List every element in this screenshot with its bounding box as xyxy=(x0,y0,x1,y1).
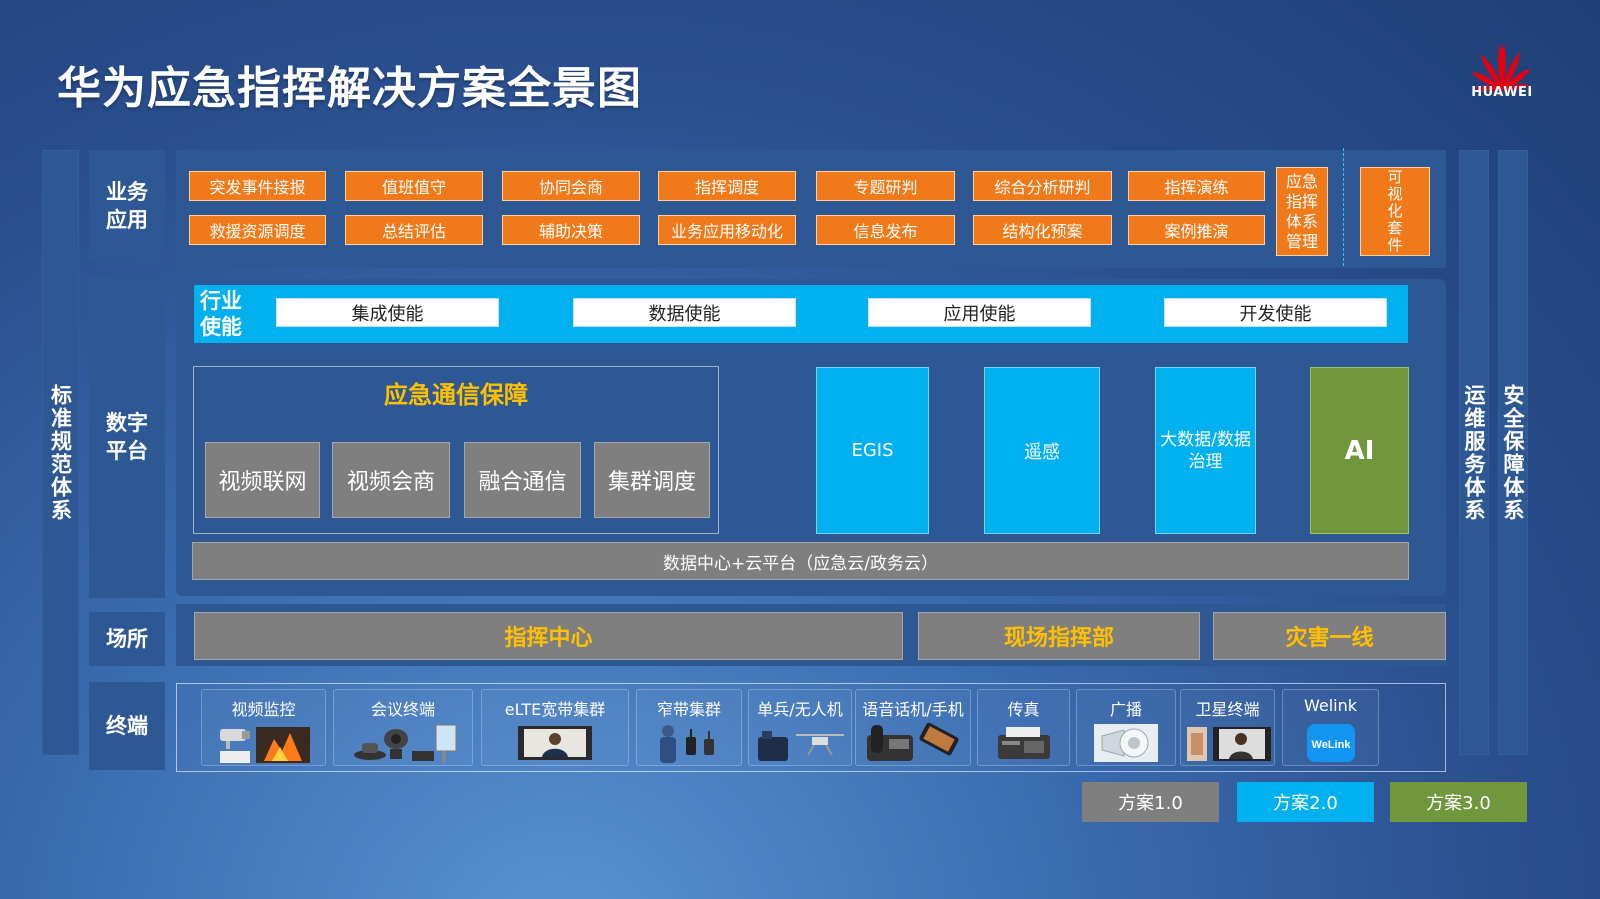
terminal-item[interactable]: 窄带集群 xyxy=(636,689,742,766)
industry-enable-label: 行业 使能 xyxy=(200,289,242,339)
emergency-comm-item[interactable]: 集群调度 xyxy=(594,442,710,518)
business-app-button[interactable]: 协同会商 xyxy=(502,171,640,201)
platform-egis[interactable]: EGIS xyxy=(816,367,929,534)
drone-icon xyxy=(749,722,851,764)
terminal-label: 视频监控 xyxy=(231,700,296,719)
business-app-button[interactable]: 突发事件接报 xyxy=(189,171,326,201)
terminal-label: Welink xyxy=(1303,696,1358,715)
row-label-terminal: 终端 xyxy=(89,682,165,770)
satellite-terminal-icon xyxy=(1181,722,1274,764)
fax-icon xyxy=(978,722,1069,764)
business-app-button[interactable]: 值班值守 xyxy=(345,171,483,201)
terminal-label: 窄带集群 xyxy=(656,700,721,719)
business-app-button[interactable]: 结构化预案 xyxy=(973,215,1112,245)
legend-solution-version: 方案3.0 xyxy=(1390,782,1527,822)
legend-solution-version: 方案2.0 xyxy=(1237,782,1374,822)
welink-badge-text: WeLink xyxy=(1311,739,1351,751)
terminal-item[interactable]: 传真 xyxy=(977,689,1070,766)
terminal-item[interactable]: 会议终端 xyxy=(333,689,473,766)
platform-remote-sensing[interactable]: 遥感 xyxy=(984,367,1100,534)
business-apps-row xyxy=(176,150,1446,268)
business-app-button[interactable]: 专题研判 xyxy=(816,171,955,201)
industry-enable-item[interactable]: 应用使能 xyxy=(868,298,1091,327)
phone-icon xyxy=(856,722,970,764)
security-system-panel: 安全保障体系 xyxy=(1498,150,1528,755)
logo-text: HUAWEI xyxy=(1471,85,1533,100)
terminal-item[interactable]: 语音话机/手机 xyxy=(855,689,971,766)
terminal-item[interactable]: 卫星终端 xyxy=(1180,689,1275,766)
datacenter-cloud-bar[interactable]: 数据中心+云平台（应急云/政务云） xyxy=(192,542,1409,580)
terminal-item[interactable]: 广播 xyxy=(1076,689,1176,766)
terminal-label: 会议终端 xyxy=(370,700,435,719)
business-app-button[interactable]: 指挥调度 xyxy=(658,171,796,201)
huawei-logo xyxy=(1471,44,1531,91)
terminal-label: eLTE宽带集群 xyxy=(504,700,606,719)
emergency-comm-title: 应急通信保障 xyxy=(384,381,528,409)
terminal-label: 广播 xyxy=(1109,700,1142,719)
visualization-kit[interactable]: 可 视 化 套 件 xyxy=(1360,167,1430,256)
standards-system-panel: 标准规范体系 xyxy=(42,150,79,755)
speaker-icon xyxy=(1077,722,1175,764)
ops-service-system-panel: 运维服务体系 xyxy=(1459,150,1489,755)
divider xyxy=(1343,148,1344,266)
page-title: 华为应急指挥解决方案全景图 xyxy=(57,63,642,114)
radio-icon xyxy=(637,722,741,764)
emergency-comm-item[interactable]: 融合通信 xyxy=(464,442,581,518)
terminal-item[interactable]: eLTE宽带集群 xyxy=(481,689,629,766)
terminal-label: 单兵/无人机 xyxy=(757,700,843,719)
terminal-item[interactable]: 单兵/无人机 xyxy=(748,689,852,766)
terminal-label: 卫星终端 xyxy=(1195,700,1260,719)
venue-command-center[interactable]: 指挥中心 xyxy=(194,612,903,660)
venue-field-command[interactable]: 现场指挥部 xyxy=(918,612,1200,660)
emergency-comm-item[interactable]: 视频联网 xyxy=(205,442,320,518)
legend-solution-version: 方案1.0 xyxy=(1082,782,1219,822)
business-app-button[interactable]: 案例推演 xyxy=(1128,215,1265,245)
business-app-button[interactable]: 综合分析研判 xyxy=(973,171,1112,201)
emergency-command-system-mgmt[interactable]: 应急 指挥 体系 管理 xyxy=(1276,167,1328,256)
emergency-comm-box xyxy=(193,366,719,534)
row-label-business: 业务 应用 xyxy=(89,150,165,262)
welink-icon: WeLink xyxy=(1283,722,1378,764)
industry-enable-item[interactable]: 开发使能 xyxy=(1164,298,1387,327)
business-app-button[interactable]: 指挥演练 xyxy=(1128,171,1265,201)
emergency-comm-item[interactable]: 视频会商 xyxy=(332,442,450,518)
industry-enable-item[interactable]: 集成使能 xyxy=(276,298,499,327)
industry-enable-item[interactable]: 数据使能 xyxy=(573,298,796,327)
business-app-button[interactable]: 业务应用移动化 xyxy=(658,215,796,245)
terminal-item[interactable]: 视频监控 xyxy=(201,689,326,766)
terminal-label: 传真 xyxy=(1007,700,1040,719)
camera-icon xyxy=(202,722,325,764)
conference-icon xyxy=(334,722,472,764)
row-label-venue: 场所 xyxy=(89,612,165,666)
terminal-row xyxy=(176,683,1446,772)
business-app-button[interactable]: 信息发布 xyxy=(816,215,955,245)
business-app-button[interactable]: 救援资源调度 xyxy=(189,215,326,245)
platform-big-data[interactable]: 大数据/数据 治理 xyxy=(1155,367,1256,534)
video-call-icon xyxy=(482,722,628,764)
business-app-button[interactable]: 总结评估 xyxy=(345,215,483,245)
row-label-digital: 数字 平台 xyxy=(89,276,165,598)
platform-ai[interactable]: AI xyxy=(1310,367,1409,534)
business-app-button[interactable]: 辅助决策 xyxy=(502,215,640,245)
terminal-label: 语音话机/手机 xyxy=(862,700,964,719)
venue-disaster-frontline[interactable]: 灾害一线 xyxy=(1213,612,1446,660)
